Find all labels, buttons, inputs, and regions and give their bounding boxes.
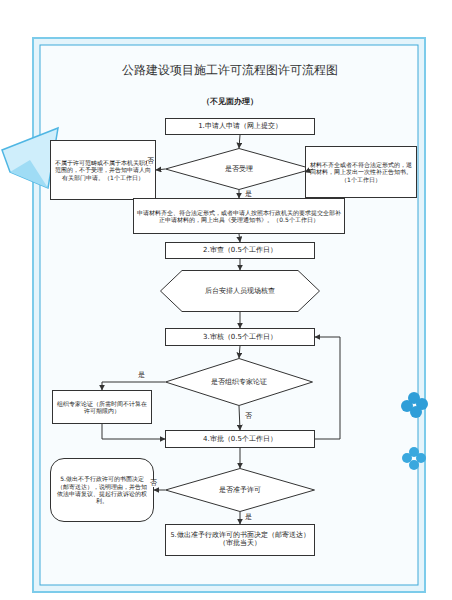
- flow-arrow: [239, 234, 240, 242]
- process-box: 3.审核（0.5个工作日）: [165, 328, 315, 346]
- decision-diamond: 是否准予许可: [165, 468, 315, 512]
- edge-label: 是: [138, 372, 145, 379]
- flow-arrow: [154, 490, 165, 491]
- flow-arrow: [239, 406, 240, 430]
- flow-arrow: [239, 346, 240, 358]
- node-text: 1.申请人申请（网上提交）: [198, 122, 282, 131]
- node-text: 申请材料齐全、符合法定形式，或者申请人按照本行政机关的要求提交全部补正申请材料的…: [137, 209, 341, 224]
- flower-decoration: [402, 447, 426, 470]
- node-text: 5.做出不予行政许可的书面决定（邮寄送达），说明理由，并告知依法申请复议、提起行…: [56, 475, 148, 504]
- flow-arrow: [102, 382, 165, 390]
- process-box: 组织专家论证（所需时间不计算在许可期限内）: [52, 390, 152, 424]
- inner-frame: [40, 45, 418, 585]
- edge-label: 否: [245, 413, 252, 420]
- flow-arrow: [156, 169, 165, 170]
- diamond-outline: [166, 149, 313, 190]
- node-text: 4.审批（0.5个工作日）: [203, 435, 277, 444]
- node-text: 后台安排人员现场核查: [205, 287, 275, 296]
- paper-fold: [10, 160, 48, 188]
- subtitle-label: （不见面办理）: [45, 96, 415, 107]
- diagram-title: 公路建设项目施工许可流程图许可流程图: [45, 62, 415, 79]
- process-box: 5.做出准予行政许可的书面决定（邮寄送达）（审批当天）: [165, 524, 315, 556]
- flow-arrow: [239, 190, 240, 198]
- flower-petal: [401, 400, 413, 412]
- process-box: 4.审批（0.5个工作日）: [165, 430, 315, 448]
- flow-arrow: [240, 448, 241, 468]
- edge-label: 是: [245, 514, 252, 521]
- node-text: 不属于许可范畴或不属于本机关职权范围的，不予受理，并告知申请人向有关部门申请。（…: [54, 159, 152, 181]
- node-text: 2.审查（0.5个工作日）: [203, 246, 277, 255]
- node-text: 是否受理: [225, 165, 253, 174]
- diamond-outline: [166, 359, 313, 406]
- process-box: 不属于许可范畴或不属于本机关职权范围的，不予受理，并告知申请人向有关部门申请。（…: [50, 140, 156, 200]
- node-text: 材料不齐全或者不符合法定形式的，退回材料，网上发出一次性补正告知书。（1个工作日…: [309, 161, 413, 183]
- flow-arrow: [315, 337, 340, 439]
- flow-arrow: [239, 135, 240, 148]
- edge-label: 是: [245, 191, 252, 198]
- decision-diamond: 是否受理: [165, 148, 313, 190]
- process-box: 材料不齐全或者不符合法定形式的，退回材料，网上发出一次性补正告知书。（1个工作日…: [305, 146, 417, 198]
- flow-arrow: [240, 259, 241, 270]
- node-text: 组织专家论证（所需时间不计算在许可期限内）: [56, 400, 148, 415]
- outer-frame: [33, 38, 425, 592]
- process-box: 1.申请人申请（网上提交）: [165, 118, 315, 135]
- flower-petal: [402, 453, 412, 463]
- edge-label: 否: [147, 158, 154, 165]
- diamond-outline: [166, 469, 315, 512]
- process-box: 申请材料齐全、符合法定形式，或者申请人按照本行政机关的要求提交全部补正申请材料的…: [133, 198, 345, 234]
- flow-arrow: [102, 424, 165, 439]
- edge-label: 否: [150, 480, 157, 487]
- flow-arrow: [240, 512, 241, 524]
- node-text: 3.审核（0.5个工作日）: [203, 333, 277, 342]
- end-box: 5.做出不予行政许可的书面决定（邮寄送达），说明理由，并告知依法申请复议、提起行…: [50, 458, 154, 522]
- flow-arrow: [240, 312, 241, 328]
- node-text: 是否组织专家论证: [211, 378, 267, 387]
- node-text: 是否准予许可: [219, 486, 261, 495]
- flower-decoration: [401, 392, 428, 418]
- hexagon-outline: [161, 271, 320, 312]
- check-hexagon: 后台安排人员现场核查: [160, 270, 320, 312]
- decision-diamond: 是否组织专家论证: [165, 358, 313, 406]
- process-box: 2.审查（0.5个工作日）: [165, 242, 315, 259]
- node-text: 5.做出准予行政许可的书面决定（邮寄送达）（审批当天）: [169, 532, 311, 548]
